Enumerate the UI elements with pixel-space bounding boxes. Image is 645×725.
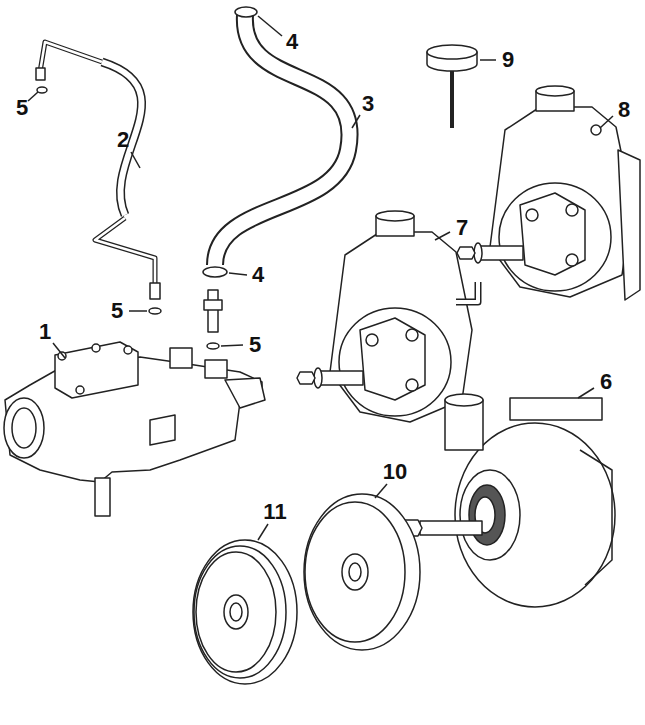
reservoir-cap [427,45,477,128]
callout-number: 3 [362,93,374,115]
callout-number: 1 [39,321,51,343]
pump-body [457,86,632,297]
washer [37,87,219,349]
callout-number: 10 [383,461,407,483]
leader-line [28,16,613,540]
hose-clamp [203,7,257,277]
pulley [193,540,297,684]
callout-number: 8 [618,99,630,121]
callout-number: 6 [600,371,612,393]
callout-number: 2 [117,129,129,151]
pressure-hose [36,42,160,299]
callout-number: 5 [16,97,28,119]
return-hose [215,15,350,265]
pump-body [297,211,472,422]
callout-number: 5 [249,334,261,356]
power-steering-pump [457,86,640,300]
steering-gear [4,342,265,516]
callout-number: 5 [111,300,123,322]
power-steering-pump [400,394,615,607]
hose-fitting [204,290,222,332]
power-steering-pump [297,211,478,422]
callout-number: 4 [286,31,298,53]
callout-number: 4 [252,264,264,286]
callout-number: 7 [456,217,468,239]
callout-number: 11 [263,501,286,523]
callout-number: 9 [502,49,514,71]
pulley [304,494,420,650]
